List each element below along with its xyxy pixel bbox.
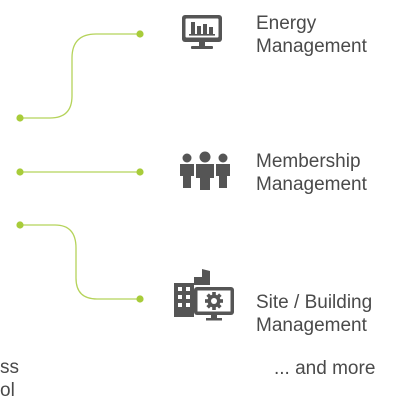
- cut-off-line2: ol: [0, 380, 15, 401]
- item-site-label: Site / Building Management: [256, 291, 372, 337]
- cut-off-line1: ss: [0, 357, 19, 378]
- item-membership-label: Membership Management: [256, 150, 367, 196]
- node-site-end: [136, 295, 144, 303]
- cut-off-label: ss ol: [0, 356, 19, 402]
- monitor-chart-icon: [182, 15, 222, 49]
- item-site-line2: Management: [256, 315, 367, 336]
- item-site-line1: Site / Building: [256, 292, 373, 313]
- item-membership-line2: Management: [256, 174, 367, 195]
- connector-energy: [20, 33, 140, 119]
- item-energy-line1: Energy: [256, 13, 317, 34]
- item-energy-line2: Management: [256, 36, 367, 57]
- node-membership-start: [16, 168, 24, 176]
- item-membership-line1: Membership: [256, 151, 361, 172]
- and-more-label: ... and more: [274, 358, 376, 379]
- node-energy-start: [16, 114, 24, 122]
- connector-site: [20, 224, 140, 300]
- node-site-start: [16, 221, 24, 229]
- node-membership-end: [136, 168, 144, 176]
- item-energy-label: Energy Management: [256, 12, 367, 58]
- people-group-icon: [180, 151, 230, 190]
- building-gear-icon: [174, 269, 234, 321]
- node-energy-end: [136, 30, 144, 38]
